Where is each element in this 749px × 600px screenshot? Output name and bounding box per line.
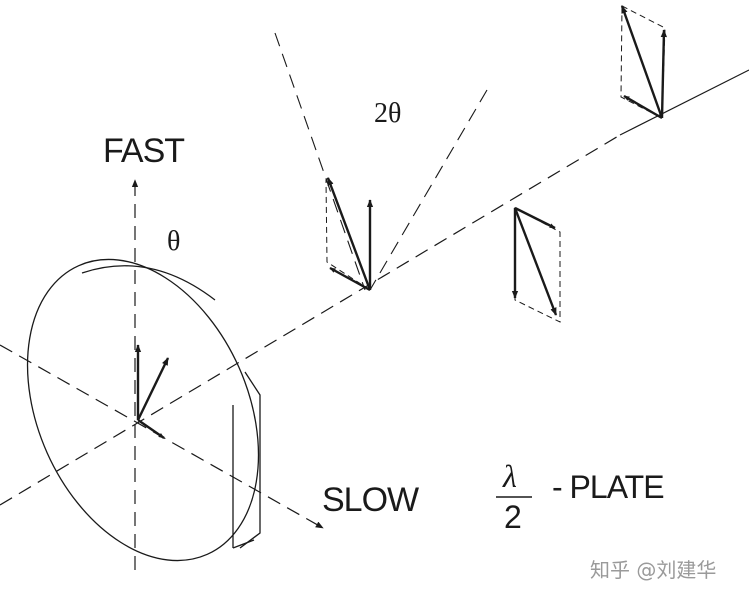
waveplate-edge	[239, 371, 261, 549]
angle-line-left	[274, 32, 366, 291]
angle-line-right	[369, 89, 488, 291]
half-wave-plate-label: λ 2 - PLATE	[496, 458, 665, 535]
vector-1-c	[329, 266, 371, 292]
angle-lines	[274, 32, 488, 291]
input-vector-small	[137, 419, 165, 439]
propagation-axis-dashed	[0, 134, 621, 506]
vector-1-b	[326, 177, 372, 291]
waveplate-front-face	[26, 258, 260, 562]
theta-label: θ	[167, 226, 180, 257]
vector-3-a	[660, 29, 668, 119]
waveplate-edge-bottom	[232, 539, 255, 549]
vector-group-2	[511, 206, 561, 323]
vector-3-b	[620, 5, 664, 119]
vector-2-c	[514, 206, 556, 230]
vector-group-1	[325, 177, 374, 292]
waveplate-edge-top	[81, 265, 216, 301]
input-vector-tilted	[136, 357, 170, 421]
parallelogram-1	[325, 177, 372, 292]
vector-group-3	[620, 5, 668, 120]
fast-axis-label: FAST	[103, 132, 184, 170]
plate-suffix: - PLATE	[552, 469, 664, 505]
input-vectors	[134, 344, 170, 439]
waveplate-disk	[26, 258, 261, 562]
vector-2-b	[513, 207, 558, 316]
parallelogram-3	[620, 5, 666, 119]
two-theta-label: 2θ	[374, 98, 401, 129]
slow-axis-label: SLOW	[322, 481, 419, 519]
watermark: 知乎 @刘建华	[590, 558, 716, 582]
propagation-axis-solid	[619, 69, 749, 136]
plate-denominator: 2	[504, 499, 522, 535]
vector-3-c	[623, 94, 663, 120]
plate-numerator: λ	[502, 458, 517, 494]
